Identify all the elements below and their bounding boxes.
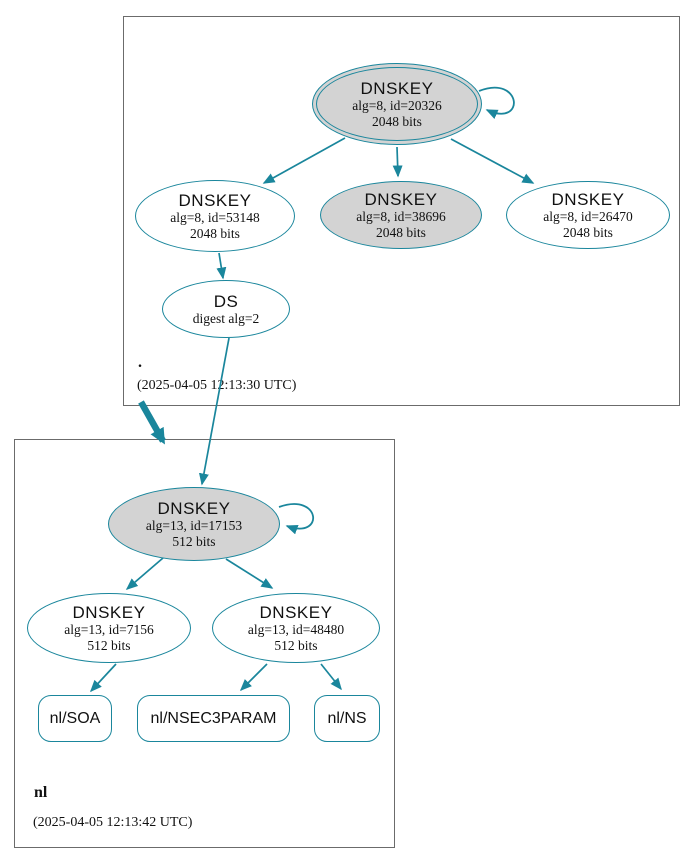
dnskey-node-7156[interactable]: DNSKEY alg=13, id=7156 512 bits bbox=[27, 593, 191, 663]
dnskey-alg-id: alg=8, id=53148 bbox=[170, 209, 260, 225]
dnskey-alg-id: alg=13, id=17153 bbox=[145, 517, 243, 533]
rrset-node-nl-ns[interactable]: nl/NS bbox=[314, 695, 380, 742]
rrset-node-nl-nsec3param[interactable]: nl/NSEC3PARAM bbox=[137, 695, 290, 742]
rrset-label: nl/NSEC3PARAM bbox=[150, 709, 277, 727]
dnskey-alg-id: alg=8, id=26470 bbox=[543, 208, 633, 224]
dnskey-title: DNSKEY bbox=[259, 602, 333, 622]
dnskey-bits: 512 bits bbox=[87, 637, 131, 653]
dnskey-bits: 2048 bits bbox=[190, 225, 240, 241]
root-zone-timestamp: (2025-04-05 12:13:30 UTC) bbox=[137, 378, 297, 393]
dnskey-node-26470[interactable]: DNSKEY alg=8, id=26470 2048 bits bbox=[506, 181, 670, 249]
dnskey-node-20326[interactable]: DNSKEY alg=8, id=20326 2048 bits bbox=[312, 63, 482, 145]
nl-zone-timestamp: (2025-04-05 12:13:42 UTC) bbox=[33, 815, 193, 830]
ds-title: DS bbox=[213, 291, 239, 311]
dnskey-bits: 512 bits bbox=[172, 533, 216, 549]
ds-digest-alg: digest alg=2 bbox=[192, 310, 260, 326]
delegation-arrow-root-to-nl bbox=[138, 400, 166, 445]
dnskey-node-53148[interactable]: DNSKEY alg=8, id=53148 2048 bits bbox=[135, 180, 295, 252]
dnskey-title: DNSKEY bbox=[178, 190, 252, 210]
dnskey-title: DNSKEY bbox=[364, 189, 438, 209]
ds-node[interactable]: DS digest alg=2 bbox=[162, 280, 290, 338]
dnskey-node-17153[interactable]: DNSKEY alg=13, id=17153 512 bits bbox=[108, 487, 280, 561]
dnskey-bits: 2048 bits bbox=[372, 113, 422, 129]
dnskey-bits: 2048 bits bbox=[563, 224, 613, 240]
dnskey-node-48480[interactable]: DNSKEY alg=13, id=48480 512 bits bbox=[212, 593, 380, 663]
dnskey-alg-id: alg=8, id=20326 bbox=[352, 97, 442, 113]
dnskey-bits: 2048 bits bbox=[376, 224, 426, 240]
dnskey-title: DNSKEY bbox=[157, 498, 231, 518]
nl-zone-label: nl bbox=[34, 784, 48, 801]
dnskey-title: DNSKEY bbox=[551, 189, 625, 209]
rrset-node-nl-soa[interactable]: nl/SOA bbox=[38, 695, 112, 742]
dnskey-title: DNSKEY bbox=[360, 78, 434, 98]
root-zone-label: . bbox=[138, 354, 142, 371]
dnskey-alg-id: alg=13, id=48480 bbox=[247, 621, 345, 637]
rrset-label: nl/NS bbox=[327, 709, 367, 727]
dnskey-alg-id: alg=13, id=7156 bbox=[64, 621, 154, 637]
dnskey-bits: 512 bits bbox=[274, 637, 318, 653]
dnskey-title: DNSKEY bbox=[72, 602, 146, 622]
dnskey-alg-id: alg=8, id=38696 bbox=[356, 208, 446, 224]
rrset-label: nl/SOA bbox=[49, 709, 101, 727]
dnskey-node-38696[interactable]: DNSKEY alg=8, id=38696 2048 bits bbox=[320, 181, 482, 249]
